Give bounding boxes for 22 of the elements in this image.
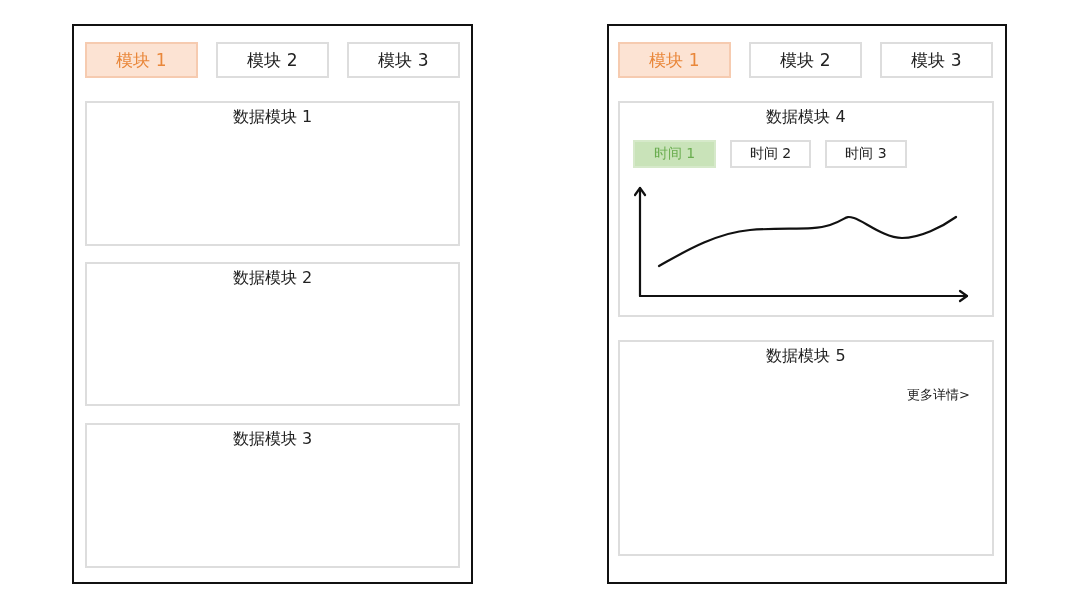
panel-title: 数据模块 4 — [766, 106, 846, 128]
tab: 模块 1 — [618, 42, 731, 78]
panel-title: 数据模块 3 — [232, 428, 313, 450]
phone-frame — [72, 24, 473, 584]
tab: 模块 3 — [880, 42, 993, 78]
tab: 模块 1 — [85, 42, 198, 78]
more-details-link: 更多详情> — [907, 386, 970, 404]
phone-frame — [607, 24, 1007, 584]
panel-title: 数据模块 5 — [766, 345, 846, 367]
panel — [618, 340, 994, 556]
time-button: 时间 2 — [730, 140, 811, 168]
time-button: 时间 1 — [633, 140, 716, 168]
panel-title: 数据模块 1 — [232, 106, 313, 128]
tab: 模块 3 — [347, 42, 460, 78]
panel — [85, 101, 460, 246]
panel — [85, 423, 460, 568]
panel — [618, 101, 994, 317]
tab: 模块 2 — [216, 42, 329, 78]
tab: 模块 2 — [749, 42, 862, 78]
panel-title: 数据模块 2 — [232, 267, 313, 289]
panel — [85, 262, 460, 406]
time-button: 时间 3 — [825, 140, 907, 168]
